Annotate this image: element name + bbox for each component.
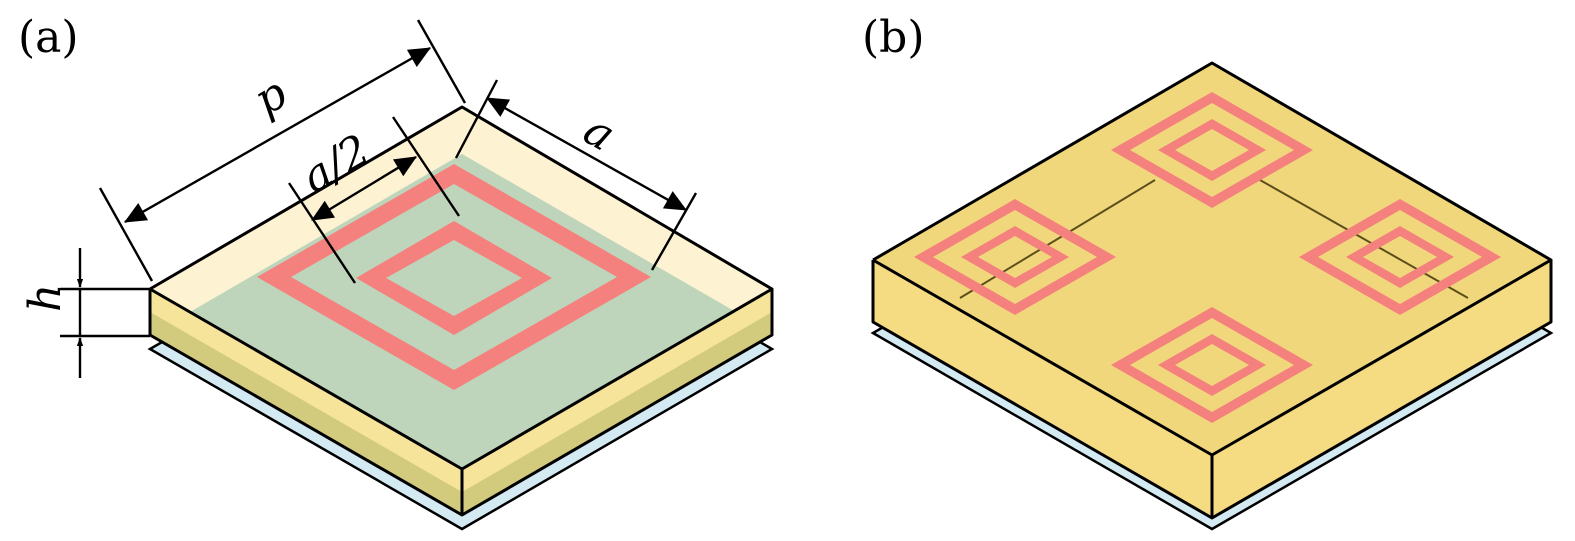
panel-a: (a) p xyxy=(18,12,775,531)
ring-array xyxy=(914,92,1501,423)
outer-ring-1 xyxy=(1111,92,1313,208)
dimension-h: h xyxy=(20,248,150,378)
inner-ring-2 xyxy=(961,226,1069,288)
inner-square-ring xyxy=(356,221,552,335)
outer-ring-2 xyxy=(914,199,1116,315)
panel-b-label: (b) xyxy=(862,12,925,63)
dimension-h-label: h xyxy=(20,284,71,312)
panel-a-label: (a) xyxy=(18,12,79,63)
dimension-p-label: p xyxy=(246,68,296,126)
substrate-edges-b xyxy=(871,61,1553,520)
outer-ring-4 xyxy=(1111,307,1313,423)
panel-b: (b) xyxy=(862,12,1554,531)
inner-ring-1 xyxy=(1158,119,1266,181)
cell-boundaries xyxy=(959,179,1469,299)
inner-ring-3 xyxy=(1346,226,1454,288)
outer-ring-3 xyxy=(1299,199,1501,315)
inner-ring-4 xyxy=(1158,334,1266,396)
